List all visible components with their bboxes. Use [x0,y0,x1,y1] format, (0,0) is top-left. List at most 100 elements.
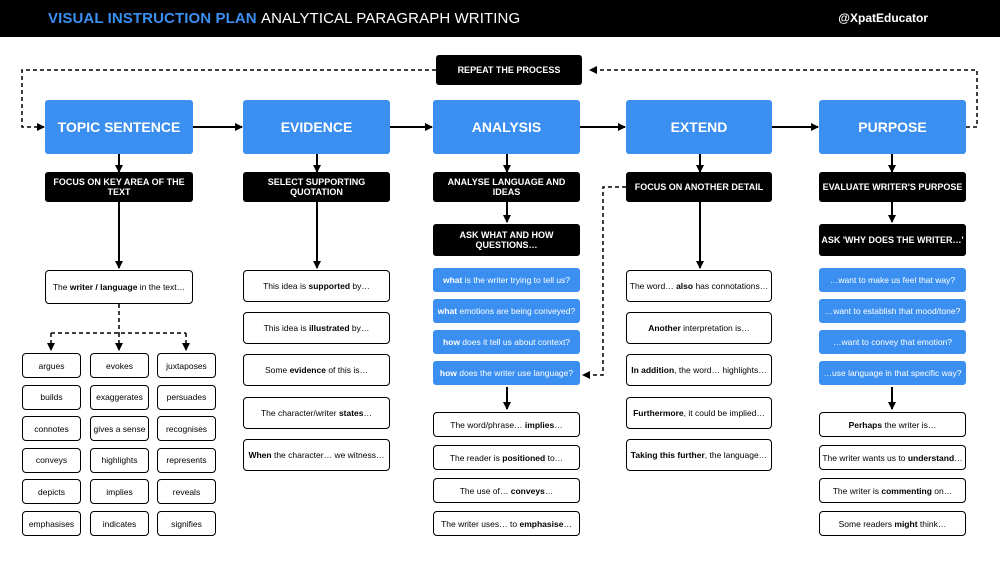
text-segment: does the writer use language? [456,368,574,378]
analysis-stem: The reader is positioned to… [433,445,580,470]
text-segment: The use of… [459,485,511,496]
text-segment: The reader is [449,452,503,463]
text-segment: on… [931,485,953,496]
verb-chip: highlights [90,447,149,473]
text-line: Taking this further, the language… [631,450,767,460]
text-segment: The writer uses… to [441,518,520,529]
text-line: The reader is positioned to… [450,453,563,463]
evidence-stem: Some evidence of this is… [243,354,390,387]
text-line: The writer uses… to emphasise… [441,519,572,529]
text-line: Some evidence of this is… [265,365,368,375]
text-segment: does it tell us about context? [459,337,571,347]
text-segment: , the language… [704,449,768,460]
bold-keyword: illustrated [308,323,350,334]
extend-instruction: FOCUS ON ANOTHER DETAIL [626,172,772,202]
text-line: …want to establish that mood/tone? [825,306,961,316]
bold-keyword: understand [907,452,955,463]
text-segment: ASK ' [821,235,845,245]
topic-instruction: FOCUS ON KEY AREA OF THE TEXT [45,172,193,202]
analysis-ask-box: ASK WHAT AND HOW QUESTIONS… [433,224,580,256]
text-line: …use language in that specific way? [824,368,962,378]
bold-keyword: positioned [502,452,546,463]
analysis-stem: The word/phrase… implies… [433,412,580,437]
verb-chip: evokes [90,353,149,378]
verb-chip: emphasises [22,511,81,536]
text-segment: is the writer trying to tell us? [462,275,571,285]
text-line: Another interpretation is… [648,323,750,333]
text-segment: …use language in that specific way? [823,368,962,378]
text-segment: DOES THE WRITER…' [866,235,964,245]
verb-chip: gives a sense [90,416,149,442]
bold-keyword: evidence [289,365,326,376]
verb-chip: signifies [157,511,216,536]
text-segment: The character/writer [260,407,339,418]
text-segment: interpretation is… [680,323,750,334]
text-line: The word/phrase… implies… [450,420,562,430]
purpose-instruction: EVALUATE WRITER'S PURPOSE [819,172,966,202]
text-line: how does the writer use language? [440,368,573,378]
text-segment: …want to establish that mood/tone? [824,306,961,316]
bold-keyword: what [437,306,458,316]
extend-stem: Taking this further, the language… [626,438,772,471]
text-segment: by… [350,281,370,291]
text-line: The writer / language in the text… [53,282,185,292]
verb-chip: persuades [157,384,216,410]
verb-chip: represents [157,447,216,473]
text-line: …want to convey that emotion? [833,337,952,347]
extend-stem: Furthermore, it could be implied… [626,396,772,429]
evidence-stem: When the character… we witness… [243,438,390,471]
text-segment: … [363,407,373,418]
page-title: VISUAL INSTRUCTION PLAN ANALYTICAL PARAG… [48,0,520,37]
extend-stem: In addition, the word… highlights… [626,354,772,387]
purpose-question: …want to establish that mood/tone? [819,299,966,323]
text-segment: emotions are being conveyed? [457,306,576,316]
bold-keyword: When [248,449,272,460]
bold-keyword: conveys [510,485,545,496]
text-segment: The writer wants us to [822,452,908,463]
purpose-ask-box: ASK 'WHY DOES THE WRITER…' [819,224,966,256]
verb-chip: builds [22,384,81,410]
text-segment: … [544,485,554,496]
bold-keyword: states [338,407,364,418]
bold-keyword: emphasise [519,518,564,529]
bold-keyword: how [442,337,460,347]
purpose-question: …want to make us feel that way? [819,268,966,292]
purpose-stem: Perhaps the writer is… [819,412,966,437]
bold-keyword: might [894,518,918,529]
text-segment: …want to make us feel that way? [829,275,956,285]
text-segment: has connotations… [693,281,769,291]
bold-keyword: Furthermore [633,407,684,418]
bold-keyword: Perhaps [848,419,883,430]
text-segment: by… [349,323,370,334]
bold-keyword: HOW [531,230,554,240]
analysis-question: what is the writer trying to tell us? [433,268,580,292]
text-segment: , the word… highlights… [674,365,767,376]
text-segment: … [563,518,572,529]
text-line: When the character… we witness… [248,450,384,460]
step-purpose: PURPOSE [819,100,966,154]
text-line: what is the writer trying to tell us? [443,275,570,285]
text-line: Perhaps the writer is… [849,420,937,430]
text-segment: The word… [629,281,677,291]
extend-stem: The word… also has connotations… [626,270,772,302]
bold-keyword: Taking this further [630,449,705,460]
bold-keyword: In addition [631,365,675,376]
evidence-stem: This idea is illustrated by… [243,312,390,345]
evidence-instruction: SELECT SUPPORTING QUOTATION [243,172,390,202]
step-evidence: EVIDENCE [243,100,390,154]
text-segment: …want to convey that emotion? [832,337,953,347]
verb-chip: indicates [90,511,149,536]
bold-keyword: WHY [845,235,866,245]
text-line: The writer wants us to understand… [822,453,962,463]
topic-stem-box: The writer / language in the text… [45,270,193,304]
evidence-stem: The character/writer states… [243,396,390,429]
text-line: The word… also has connotations… [630,281,768,291]
text-segment: think… [917,518,947,529]
verb-chip: reveals [157,479,216,505]
text-segment: This idea is [263,281,309,291]
evidence-stem: This idea is supported by… [243,270,390,302]
verb-chip: depicts [22,479,81,505]
text-segment: The word/phrase… [450,419,525,430]
bold-keyword: writer / language [69,282,138,292]
